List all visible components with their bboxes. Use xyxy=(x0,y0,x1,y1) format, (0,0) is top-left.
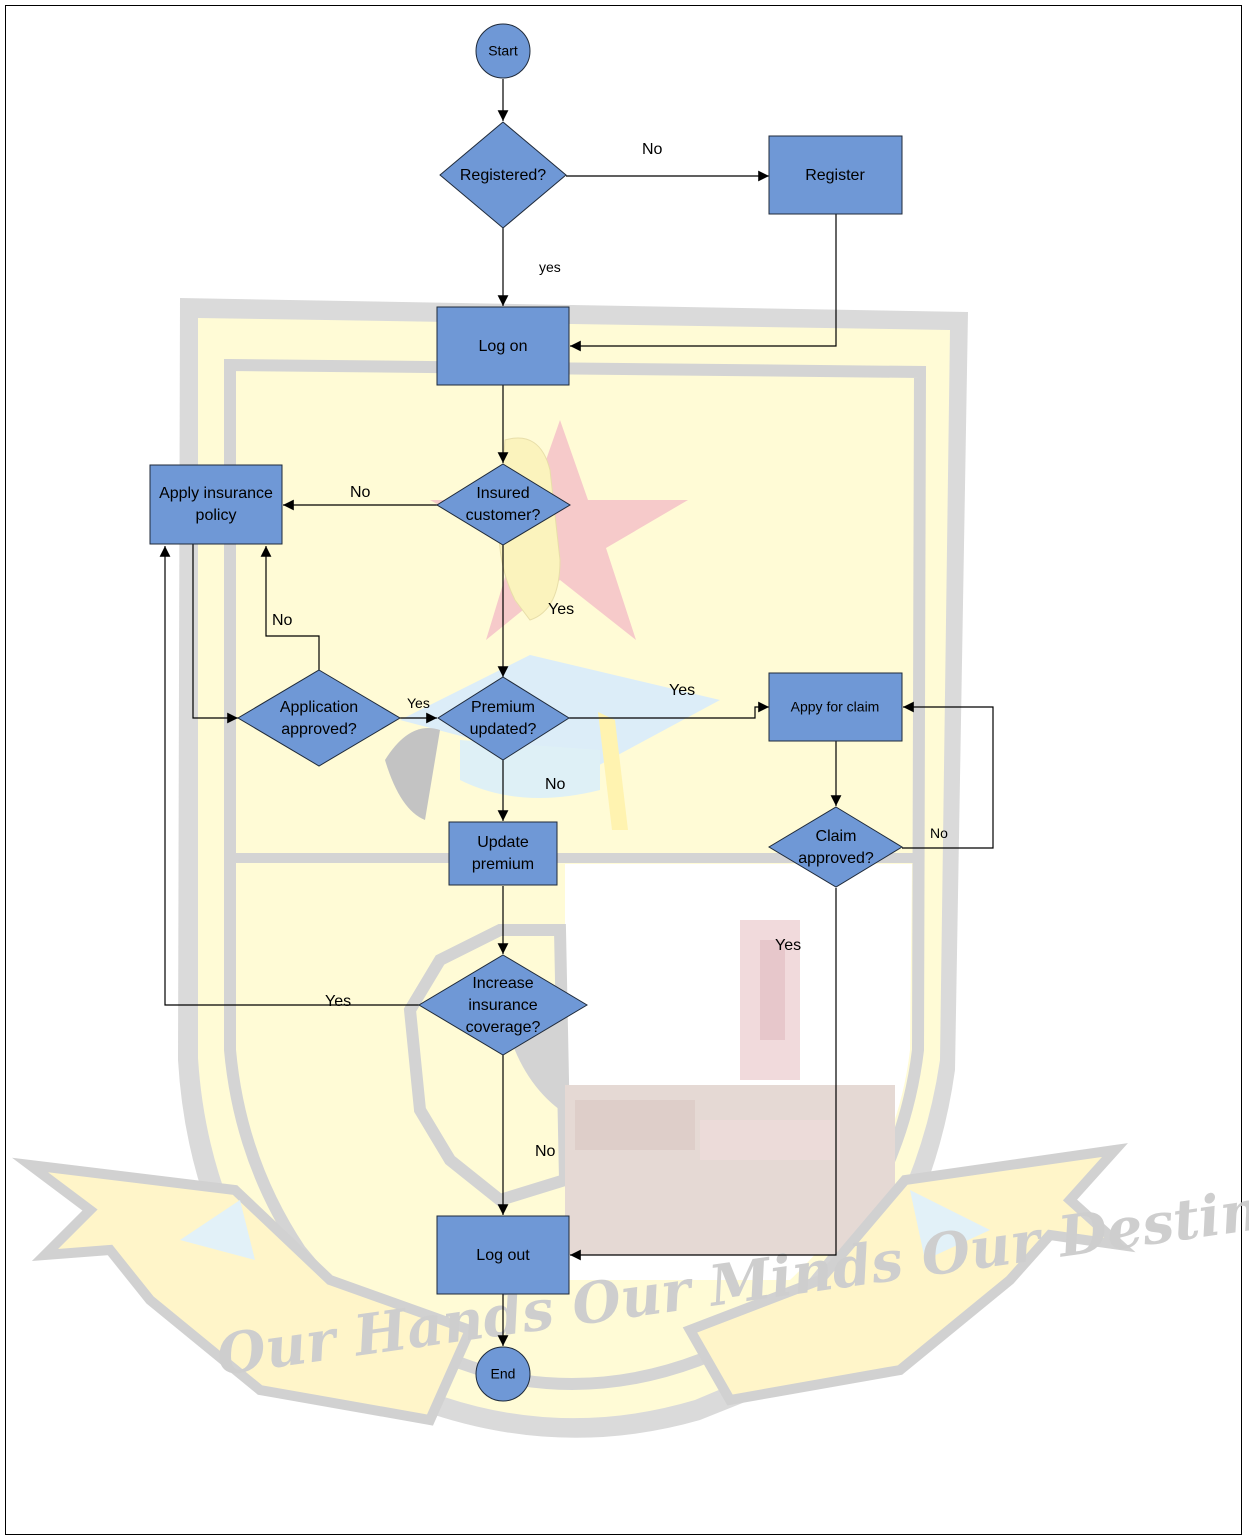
premium-label-line2: updated? xyxy=(470,721,537,738)
register-label: Register xyxy=(805,167,865,184)
insured-label-line2: customer? xyxy=(466,507,541,524)
edges xyxy=(159,79,994,1346)
label-coverage-no: No xyxy=(535,1143,556,1160)
update-premium-label-line1: Update xyxy=(477,834,529,851)
edge-increase-apply xyxy=(159,546,419,1006)
log-out-process: Log out xyxy=(436,1215,570,1295)
label-premium-no: No xyxy=(545,776,566,793)
claim-label-line1: Claim xyxy=(816,828,857,845)
claim-label-line2: approved? xyxy=(798,850,874,867)
edge-approved-claim xyxy=(902,701,994,849)
increase-label-line2: insurance xyxy=(468,997,537,1014)
label-registered-yes: yes xyxy=(539,259,561,275)
watermark-crest: Our Hands Our Minds Our Destiny xyxy=(12,298,1249,1438)
insured-label-line1: Insured xyxy=(476,485,529,502)
registered-label: Registered? xyxy=(460,167,546,184)
insured-decision: Insured customer? xyxy=(436,463,571,546)
edge-approved-logout xyxy=(570,888,837,1261)
edge-application-apply xyxy=(260,546,320,671)
label-premium-yes: Yes xyxy=(669,682,695,699)
apply-policy-label-line1: Apply insurance xyxy=(159,485,273,502)
end-node: End xyxy=(475,1346,531,1402)
label-insured-no: No xyxy=(350,484,371,501)
register-process: Register xyxy=(768,135,903,215)
edge-apply-application xyxy=(192,544,238,724)
update-premium-label-line2: premium xyxy=(472,856,534,873)
log-on-process: Log on xyxy=(436,306,570,386)
label-claim-no: No xyxy=(930,825,948,841)
start-node: Start xyxy=(475,23,531,79)
registered-decision: Registered? xyxy=(439,121,567,229)
nodes: Start Registered? Register Log on Insure… xyxy=(149,23,903,1402)
apply-policy-process: Apply insurance policy xyxy=(149,464,283,545)
apply-claim-process: Appy for claim xyxy=(768,672,903,742)
increase-label-line1: Increase xyxy=(472,975,533,992)
application-label-line2: approved? xyxy=(281,721,357,738)
start-label: Start xyxy=(488,43,518,59)
claim-approved-decision: Claim approved? xyxy=(768,806,903,888)
label-app-no: No xyxy=(272,612,293,629)
edge-register-logon xyxy=(570,214,837,352)
edge-labels: No yes No Yes No Yes Yes No No Yes Yes N… xyxy=(272,141,948,1160)
apply-claim-label: Appy for claim xyxy=(791,699,880,715)
end-label: End xyxy=(491,1366,516,1382)
log-on-label: Log on xyxy=(479,338,528,355)
edge-premium-claim xyxy=(569,701,769,719)
increase-label-line3: coverage? xyxy=(466,1019,541,1036)
premium-label-line1: Premium xyxy=(471,699,535,716)
label-app-yes: Yes xyxy=(407,695,430,711)
increase-coverage-decision: Increase insurance coverage? xyxy=(418,954,588,1056)
label-claim-yes: Yes xyxy=(775,937,801,954)
application-approved-decision: Application approved? xyxy=(237,669,401,767)
log-out-label: Log out xyxy=(476,1247,530,1264)
label-insured-yes: Yes xyxy=(548,601,574,618)
label-registered-no: No xyxy=(642,141,663,158)
label-coverage-yes: Yes xyxy=(325,993,351,1010)
apply-policy-label-line2: policy xyxy=(196,507,237,524)
application-label-line1: Application xyxy=(280,699,358,716)
update-premium-process: Update premium xyxy=(448,821,558,886)
premium-updated-decision: Premium updated? xyxy=(437,676,570,761)
